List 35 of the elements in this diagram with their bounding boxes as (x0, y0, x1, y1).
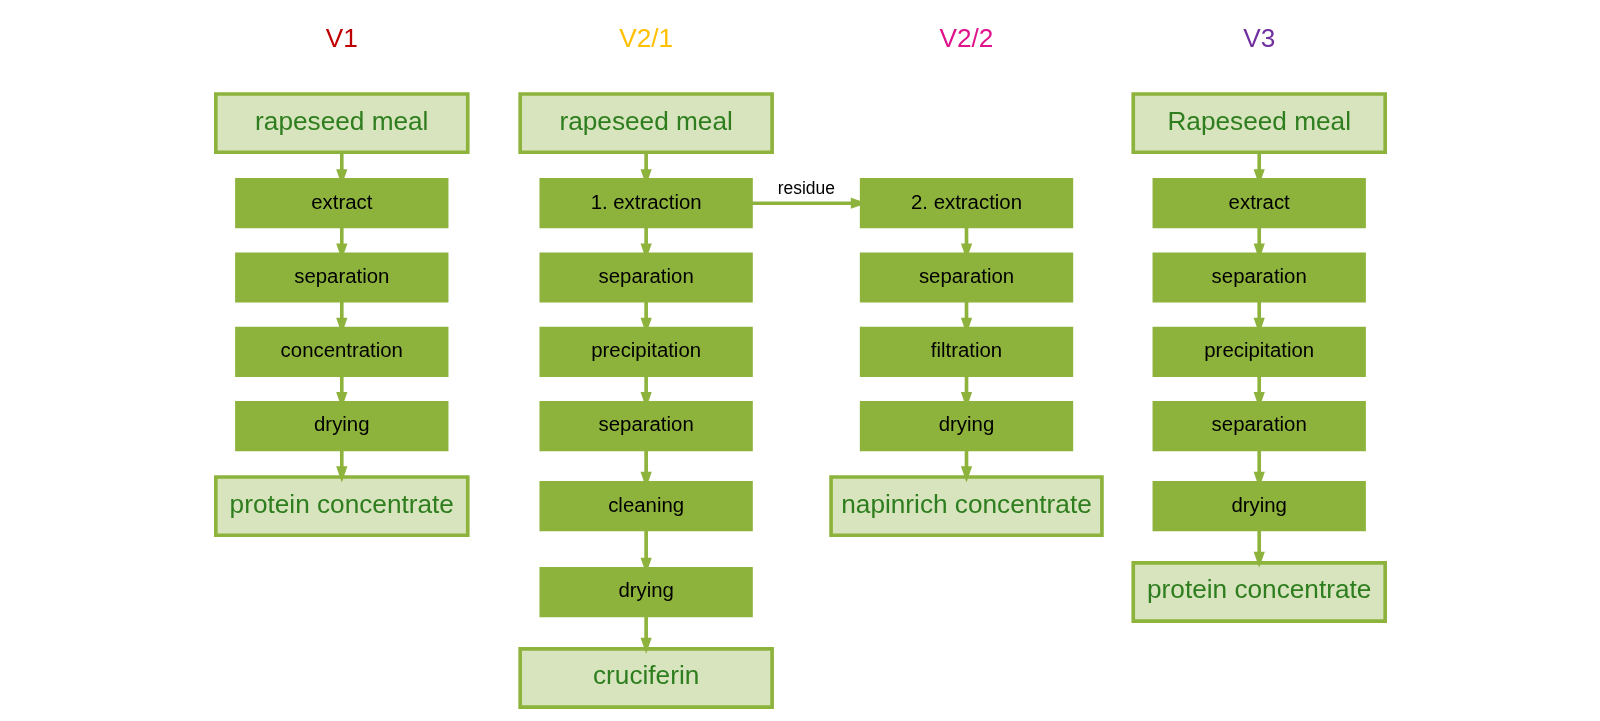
node-box: separation (1152, 400, 1366, 452)
node-box: separation (234, 252, 448, 303)
node-box: separation (859, 252, 1073, 303)
node-box: precipitation (538, 326, 753, 377)
node-box: separation (538, 252, 753, 303)
node-box: precipitation (1152, 326, 1366, 377)
label: V1 (325, 22, 358, 53)
label: V2/2 (939, 22, 993, 53)
label: V2/1 (618, 22, 673, 53)
node-box: drying (859, 400, 1073, 452)
node-box: extract (1152, 178, 1366, 229)
node-box: filtration (859, 326, 1073, 377)
node-box: protein concentrate (1130, 561, 1387, 623)
node-box: separation (538, 400, 753, 452)
node-box: drying (1152, 481, 1366, 532)
arrow (1253, 529, 1265, 568)
node-box: rapeseed meal (213, 92, 470, 155)
node-box: extract (234, 178, 448, 229)
arrow (335, 449, 347, 483)
node-box: concentration (234, 326, 448, 377)
edge-label: residue (777, 177, 835, 198)
label: V3 (1242, 22, 1275, 53)
node-box: drying (538, 566, 753, 618)
node-box: drying (234, 400, 448, 452)
node-box: 2. extraction (859, 178, 1073, 229)
node-box: 1. extraction (538, 178, 753, 229)
arrow (960, 449, 972, 483)
node-box: protein concentrate (213, 475, 470, 538)
arrow (640, 615, 652, 654)
node-box: napinrich concentrate (828, 475, 1104, 538)
node-box: cruciferin (517, 647, 774, 709)
node-box: separation (1152, 252, 1366, 303)
node-box: Rapeseed meal (1130, 92, 1387, 155)
node-box: rapeseed meal (517, 92, 774, 155)
node-box: cleaning (538, 481, 753, 532)
